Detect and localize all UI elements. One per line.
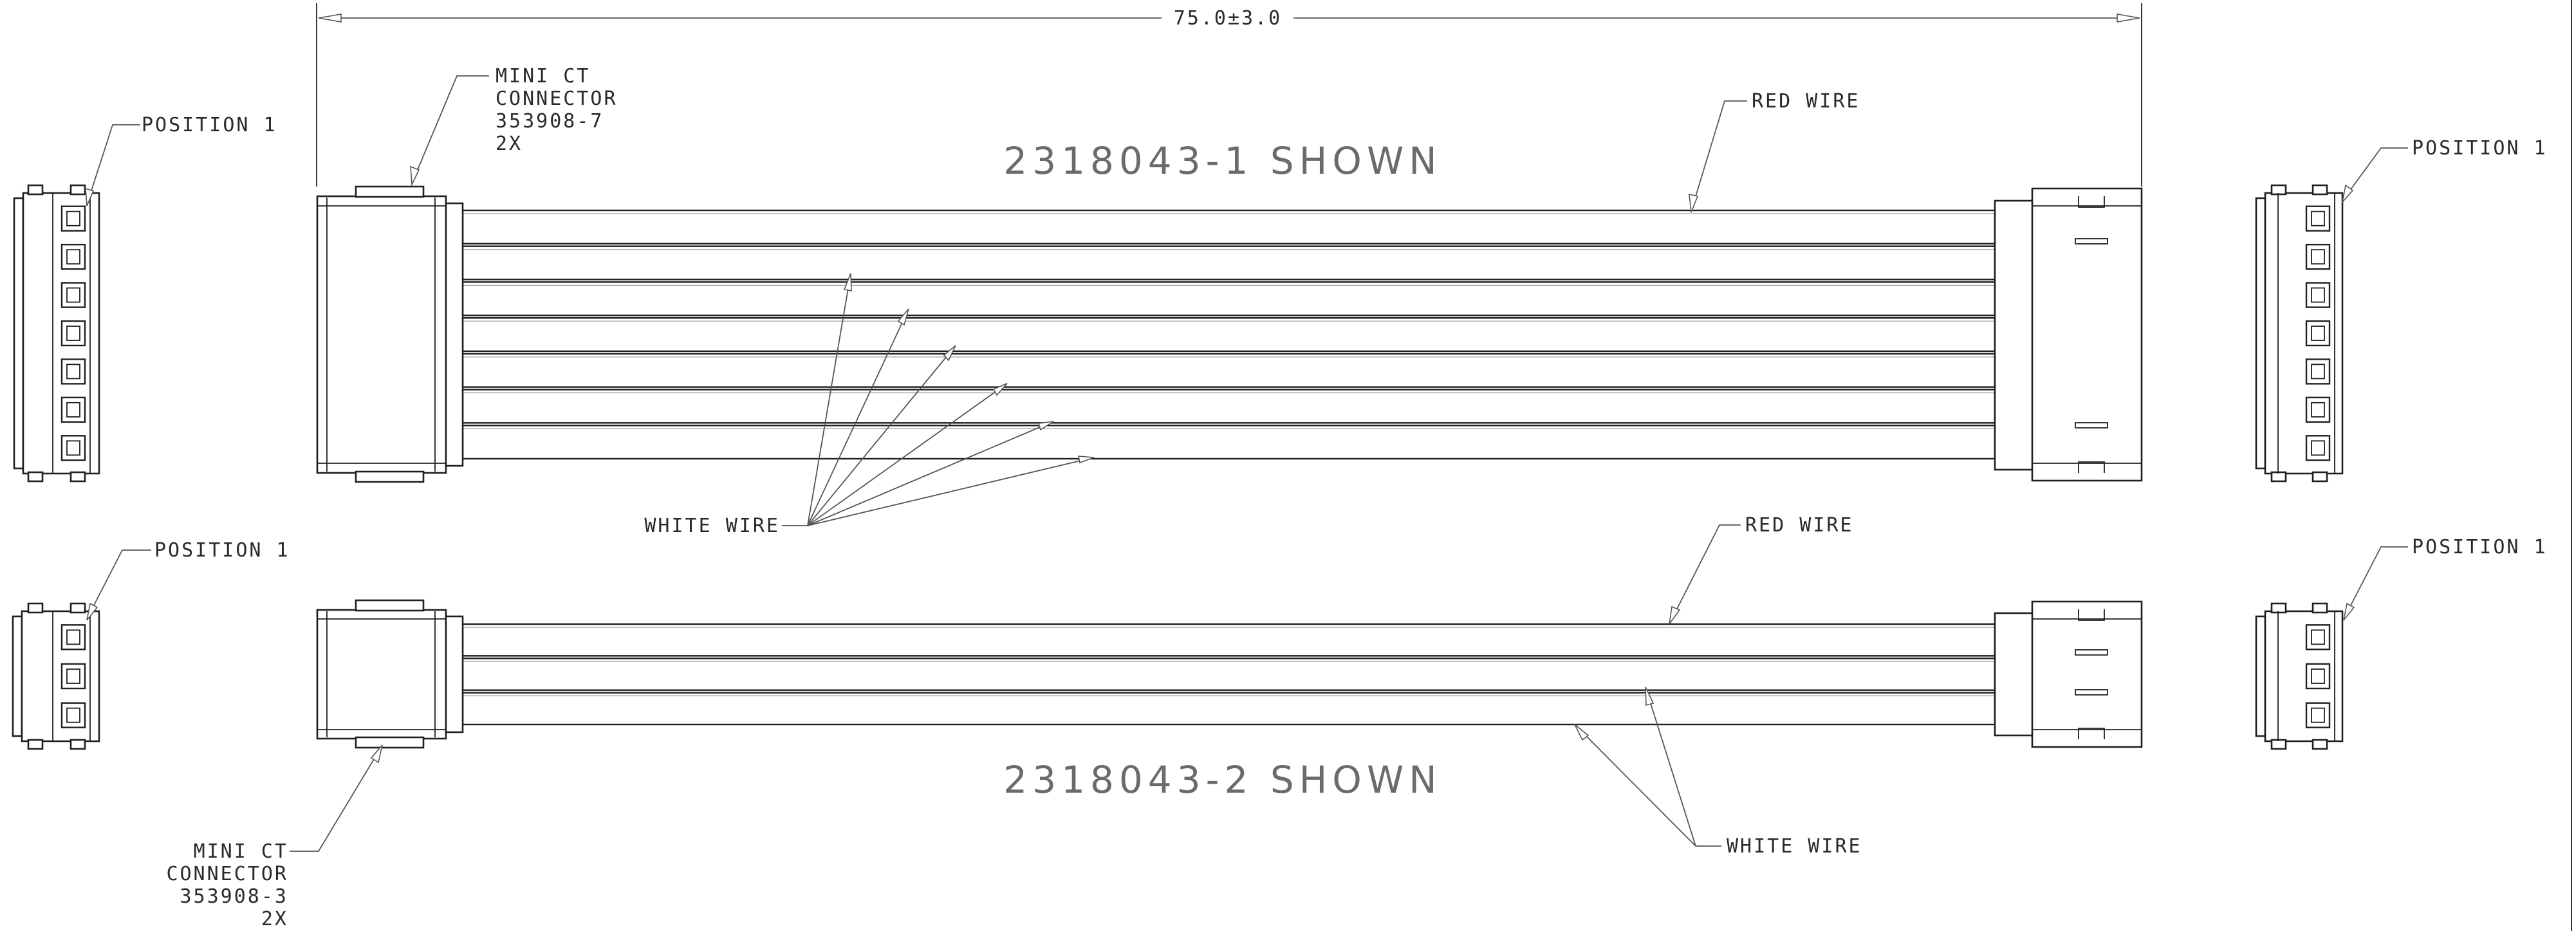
cavity-column-right-bottom	[2305, 624, 2331, 728]
position-label-left-top: POSITION 1	[142, 114, 277, 136]
connector-label-line1: MINI CT	[496, 65, 590, 88]
end-view-left-bottom	[12, 602, 100, 750]
red-wire	[461, 209, 1996, 244]
connector-cavity	[60, 358, 86, 385]
connector-cavity	[2305, 396, 2331, 423]
connector-cavity	[2305, 435, 2331, 461]
connector-cavity	[60, 435, 86, 461]
connector-cavity	[60, 282, 86, 308]
white-wire	[461, 317, 1996, 353]
connector-cavity	[60, 396, 86, 423]
connector-label-line2: CONNECTOR	[166, 863, 288, 885]
connector-label-line4: 2X	[496, 133, 523, 155]
connector-cavity	[2305, 282, 2331, 308]
connector-label-line1: MINI CT	[194, 840, 288, 863]
white-wire-callout-bottom: WHITE WIRE	[1574, 687, 1862, 858]
connector-cavity	[2305, 320, 2331, 347]
connector-cavity	[60, 243, 86, 270]
left-connector-top	[316, 185, 464, 483]
position-callout-left-bottom: POSITION 1	[86, 539, 290, 621]
assembly-top: 2318043-1 SHOWN	[13, 65, 2548, 537]
cavity-column-right-top	[2305, 205, 2331, 461]
white-wire	[461, 692, 1996, 726]
assembly-bottom: 2318043-2 SHOWN MIN	[12, 514, 2548, 930]
connector-label-line3: 353908-3	[180, 885, 289, 908]
red-wire	[461, 623, 1996, 657]
assembly-top-title: 2318043-1 SHOWN	[1003, 139, 1441, 183]
connector-label-line3: 353908-7	[496, 110, 604, 133]
position-label-right-bottom: POSITION 1	[2412, 536, 2548, 558]
connector-cavity	[2305, 624, 2331, 650]
white-wire-label-bottom: WHITE WIRE	[1727, 835, 1862, 858]
position-callout-right-bottom: POSITION 1	[2343, 536, 2548, 621]
white-wire	[461, 353, 1996, 388]
connector-cavity	[2305, 243, 2331, 270]
end-view-right-top	[2255, 184, 2344, 483]
position-label-right-top: POSITION 1	[2412, 137, 2548, 160]
connector-cavity	[60, 320, 86, 347]
red-wire-callout-top: RED WIRE	[1689, 90, 1860, 213]
connector-label-line2: CONNECTOR	[496, 88, 618, 110]
left-connector-bottom	[316, 599, 464, 749]
white-wire	[461, 425, 1996, 460]
end-view-left-top	[13, 184, 100, 483]
overall-length-dimension: 75.0±3.0	[316, 3, 2142, 187]
white-wire-callout-top: WHITE WIRE	[644, 273, 1095, 537]
connector-cavity	[60, 205, 86, 232]
connector-cavity	[2305, 663, 2331, 690]
cavity-column-left-bottom	[60, 624, 86, 728]
wire-bundle-bottom	[461, 623, 1996, 726]
red-wire-label-top: RED WIRE	[1752, 90, 1860, 113]
red-wire-label-bottom: RED WIRE	[1745, 514, 1854, 537]
white-wire	[461, 281, 1996, 317]
position-callout-right-top: POSITION 1	[2341, 137, 2548, 204]
white-wire	[461, 389, 1996, 424]
connector-cavity	[2305, 358, 2331, 385]
wire-bundle-top	[461, 209, 1996, 460]
dimension-label: 75.0±3.0	[1174, 7, 1283, 30]
position-label-left-bottom: POSITION 1	[154, 539, 290, 562]
connector-label-line4: 2X	[261, 908, 288, 930]
cavity-column-left-top	[60, 205, 86, 461]
connector-callout-top: MINI CT CONNECTOR 353908-7 2X	[410, 65, 618, 187]
connector-callout-bottom: MINI CT CONNECTOR 353908-3 2X	[166, 744, 383, 930]
connector-cavity	[60, 702, 86, 728]
right-connector-top	[1994, 187, 2143, 482]
connector-cavity	[2305, 205, 2331, 232]
white-wire-label-top: WHITE WIRE	[644, 515, 780, 537]
assembly-bottom-title: 2318043-2 SHOWN	[1003, 758, 1441, 802]
right-connector-bottom	[1994, 600, 2143, 748]
connector-cavity	[60, 663, 86, 690]
position-callout-left-top: POSITION 1	[85, 114, 277, 207]
red-wire-callout-bottom: RED WIRE	[1669, 514, 1854, 625]
end-view-right-bottom	[2255, 602, 2344, 750]
white-wire	[461, 245, 1996, 281]
connector-cavity	[60, 624, 86, 650]
white-wire	[461, 658, 1996, 691]
connector-cavity	[2305, 702, 2331, 728]
